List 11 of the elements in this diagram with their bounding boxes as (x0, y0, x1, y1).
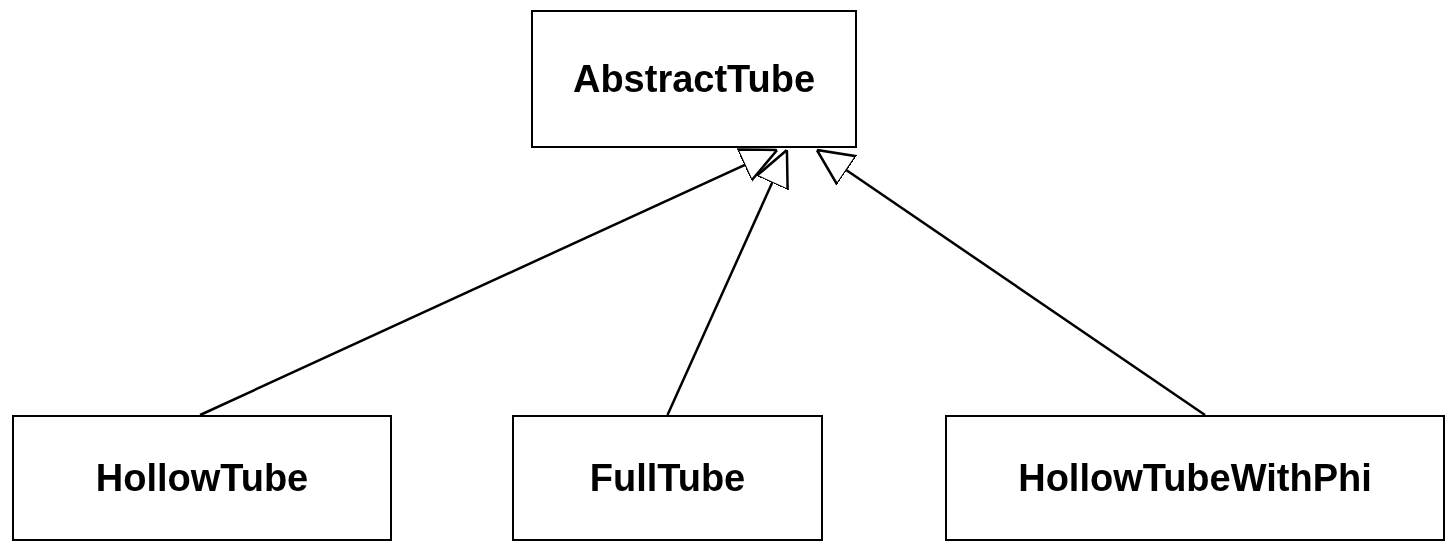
class-name: AbstractTube (572, 57, 816, 101)
inheritance-arrow (666, 148, 789, 416)
inheritance-arrow (199, 148, 779, 417)
class-box (531, 10, 857, 148)
class-name: HollowTube (95, 456, 309, 500)
class-name: HollowTubeWithPhi (1018, 456, 1372, 500)
class-box (12, 415, 392, 541)
inheritance-arrow (815, 148, 1206, 417)
class-box (945, 415, 1445, 541)
class-name: FullTube (589, 456, 746, 500)
class-box (512, 415, 823, 541)
